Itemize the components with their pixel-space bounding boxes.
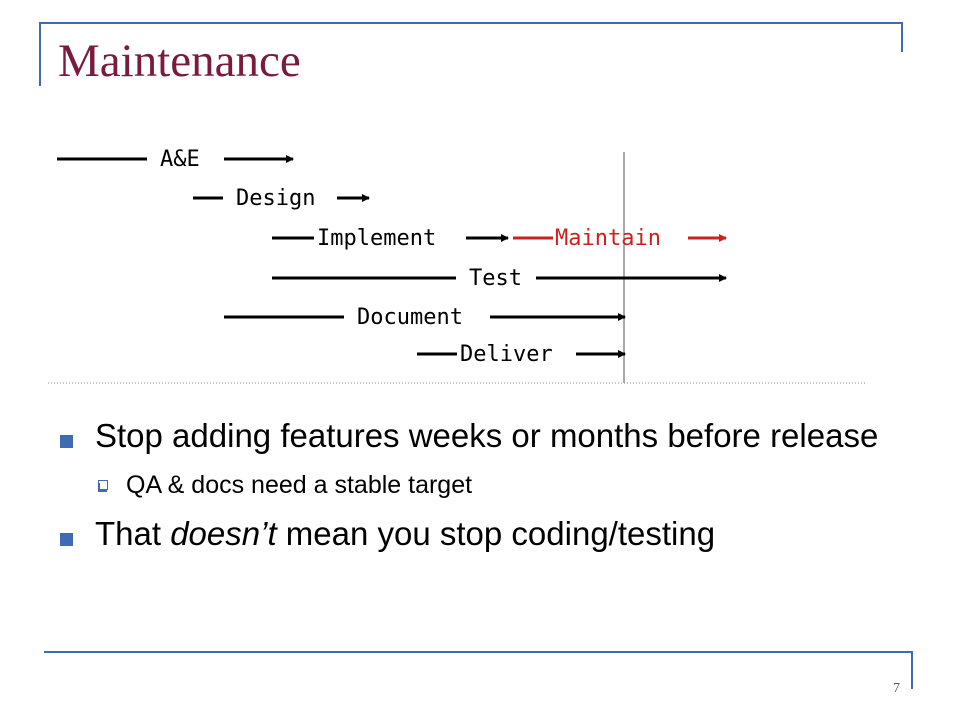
ae-label: A&E — [160, 147, 200, 172]
frame-line-right — [901, 22, 903, 52]
bullet-text: That doesn’t mean you stop coding/testin… — [95, 514, 715, 554]
frame-line-bottom — [44, 651, 912, 653]
square-bullet-icon — [60, 435, 73, 448]
bullet-list: Stop adding features weeks or months bef… — [60, 416, 910, 555]
frame-line-left — [39, 22, 41, 86]
frame-line-top — [39, 22, 903, 24]
frame-line-bottom-right — [911, 651, 913, 689]
sub-bullet-item: QA & docs need a stable target — [98, 470, 910, 500]
maintain-label: Maintain — [555, 226, 661, 251]
bullet-text-pre: That — [95, 515, 171, 553]
bullet-item: That doesn’t mean you stop coding/testin… — [60, 514, 910, 554]
bullet-text-emphasis: doesn’t — [170, 515, 277, 553]
page-number: 7 — [893, 681, 900, 696]
bullet-text: Stop adding features weeks or months bef… — [95, 417, 879, 454]
deliver-label: Deliver — [460, 342, 553, 367]
square-bullet-icon — [60, 533, 73, 547]
bullet-text-post: mean you stop coding/testing — [276, 515, 716, 553]
phase-timeline-diagram: A&E Design Implement Maintain Test Docum… — [48, 147, 866, 384]
sub-bullet-text: QA & docs need a stable target — [126, 471, 473, 500]
implement-label: Implement — [317, 226, 436, 251]
bullet-item: Stop adding features weeks or months bef… — [60, 416, 910, 456]
document-label: Document — [357, 305, 463, 330]
test-label: Test — [469, 266, 522, 291]
slide-title: Maintenance — [58, 35, 301, 87]
design-label: Design — [236, 186, 315, 211]
hollow-square-bullet-icon — [98, 480, 108, 493]
